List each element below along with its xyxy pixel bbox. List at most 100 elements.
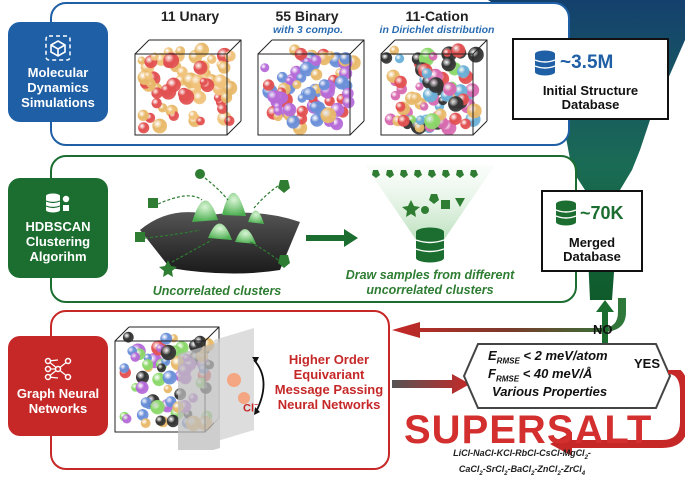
- no-arrow: [596, 300, 614, 344]
- atom-sphere: [262, 79, 275, 91]
- atom-sphere: [137, 56, 146, 65]
- atom-sphere: [160, 332, 173, 345]
- arrow-to-criteria: [392, 374, 470, 394]
- atom-sphere: [161, 84, 172, 95]
- atom-sphere: [415, 82, 424, 91]
- energy-surface: [140, 212, 300, 274]
- atom-sphere: [207, 54, 217, 64]
- atom-sphere: [157, 363, 166, 373]
- system-title-binary: 55 Binary: [275, 8, 339, 24]
- atom-sphere: [428, 52, 438, 61]
- system-subtitle-cation: in Dirichlet distribution: [379, 24, 495, 36]
- atom-sphere: [163, 52, 180, 69]
- cluster-peak: [222, 192, 246, 216]
- cluster-links: [144, 177, 279, 263]
- atom-sphere: [119, 363, 130, 373]
- database-cluster-icon: [45, 193, 70, 212]
- atom-sphere: [138, 122, 150, 134]
- sampling-arrow: [306, 229, 358, 247]
- cube-edges: [134, 39, 242, 136]
- atom-sphere: [299, 61, 315, 77]
- atom-sphere: [421, 68, 433, 79]
- formula-line-1: LiCl-NaCl-KCl-RbCl-CsCl-MgCl2-: [453, 448, 591, 461]
- atom-sphere: [224, 115, 235, 126]
- cube-network-icon: [45, 34, 71, 61]
- system-title-unary: 11 Unary: [160, 8, 220, 24]
- initial-db-label: Initial Structure Database: [542, 83, 639, 112]
- database-icon: [555, 200, 577, 226]
- cluster-shape-icons: [135, 169, 290, 277]
- atom-sphere: [441, 57, 456, 72]
- force-threshold: < 40 meV/Å: [519, 366, 593, 381]
- atom-sphere: [390, 90, 401, 101]
- atom-sphere: [466, 103, 482, 119]
- database-icon: [534, 50, 556, 76]
- atom-sphere: [142, 359, 154, 371]
- atom-sphere: [267, 90, 281, 104]
- atom-sphere: [410, 92, 422, 104]
- atom-sphere: [155, 415, 166, 426]
- atom-sphere: [318, 79, 330, 91]
- atom-sphere: [310, 55, 322, 66]
- atom-sphere: [395, 101, 406, 112]
- atom-sphere: [166, 414, 180, 428]
- atom-sphere: [213, 93, 223, 102]
- criteria-force: FRMSE < 40 meV/Å: [488, 366, 592, 388]
- atom-sphere: [342, 96, 355, 109]
- neural-network-icon: [44, 357, 72, 381]
- atom-sphere: [130, 352, 141, 362]
- atom-sphere: [320, 107, 337, 124]
- atom-sphere: [389, 45, 400, 56]
- md-side-box: Molecular Dynamics Simulations: [8, 22, 108, 122]
- atom-sphere: [285, 76, 294, 85]
- md-side-label: Molecular Dynamics Simulations: [21, 64, 95, 110]
- energy-subscript: RMSE: [496, 356, 520, 366]
- atom-sphere: [448, 96, 464, 112]
- atom-sphere: [282, 103, 297, 117]
- atom-sphere: [140, 418, 151, 428]
- md-cube-cation: [380, 39, 488, 136]
- atom-sphere: [193, 60, 208, 75]
- formula-part: -ZrCl: [560, 463, 582, 474]
- formula-line-1-text: LiCl-NaCl-KCl-RbCl-CsCl-MgCl: [453, 448, 585, 458]
- atom-sphere: [443, 48, 452, 57]
- atom-sphere: [273, 106, 283, 116]
- atom-sphere: [260, 63, 270, 73]
- atom-sphere: [468, 46, 484, 63]
- cluster-peak: [235, 228, 256, 244]
- atom-sphere: [135, 381, 149, 394]
- md-cube-unary: [134, 39, 242, 136]
- cube-edges: [380, 39, 488, 136]
- merged-db-label: Merged Database: [563, 235, 621, 264]
- atom-sphere: [176, 66, 188, 78]
- ion-label-text: Cl: [243, 402, 254, 415]
- atom-sphere: [217, 103, 228, 114]
- arrow-training-loop: [392, 298, 626, 338]
- gnn-side-label: Graph Neural Networks: [16, 386, 100, 416]
- atom-sphere: [194, 335, 206, 348]
- atom-sphere: [136, 370, 149, 384]
- sample-pentagons: [372, 170, 478, 217]
- atom-sphere: [451, 43, 466, 58]
- energy-symbol: E: [488, 348, 497, 363]
- atom-sphere: [465, 83, 480, 97]
- atom-sphere: [150, 400, 165, 415]
- atom-sphere: [199, 77, 208, 86]
- atom-sphere: [160, 344, 177, 361]
- system-title-cation: 11-Cation: [405, 8, 469, 24]
- atom-sphere: [286, 115, 300, 129]
- energy-threshold: < 2 meV/atom: [519, 348, 608, 363]
- cluster-peak: [208, 223, 232, 240]
- formula-part: CaCl: [458, 463, 480, 474]
- atom-sphere: [213, 74, 228, 88]
- atom-sphere: [428, 77, 444, 93]
- atom-sphere: [151, 87, 163, 99]
- atom-sphere: [397, 114, 410, 127]
- atom-sphere: [150, 52, 159, 61]
- gnn-side-box: Graph Neural Networks: [8, 336, 108, 436]
- atom-sphere: [151, 98, 162, 109]
- atom-sphere: [175, 46, 186, 56]
- atom-sphere: [137, 109, 149, 121]
- atom-sphere: [122, 414, 132, 424]
- cluster-peak: [192, 200, 218, 222]
